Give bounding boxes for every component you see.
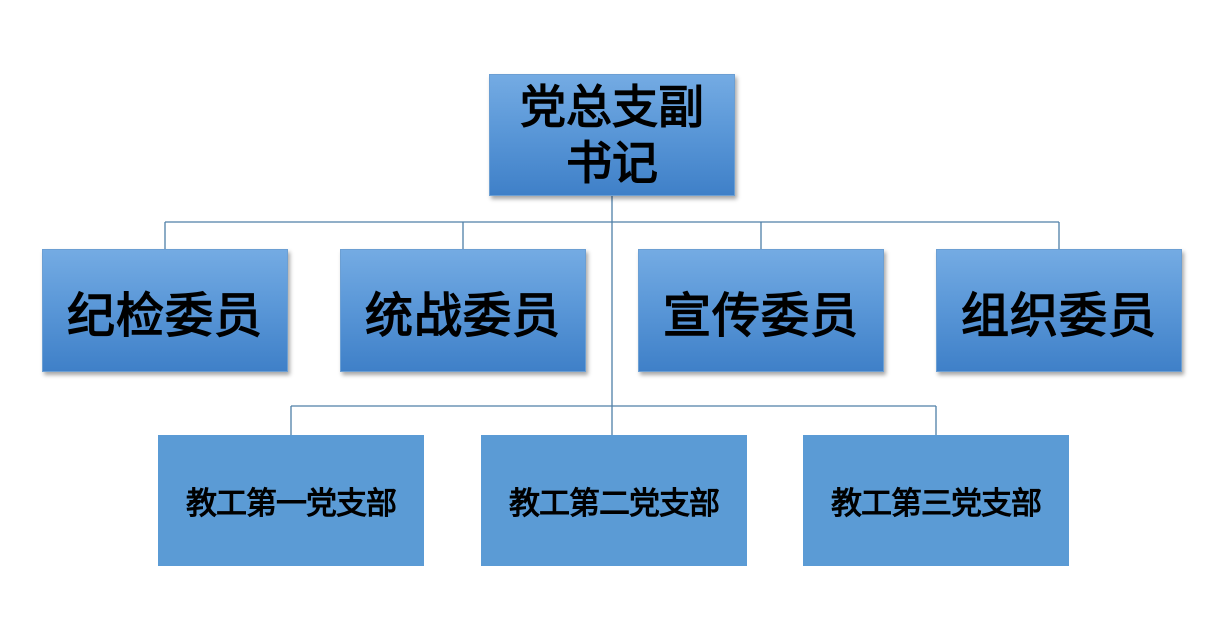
committee-node-label: 纪检委员 (66, 287, 263, 344)
branch-node-first: 教工第一党支部 (158, 435, 424, 566)
branch-node-label: 教工第二党支部 (509, 486, 720, 522)
root-node-label: 党总支副书记 (520, 80, 704, 190)
committee-node-label: 统战委员 (364, 287, 561, 344)
committee-node-discipline: 纪检委员 (42, 249, 288, 372)
committee-node-united-front: 统战委员 (340, 249, 586, 372)
committee-node-propaganda: 宣传委员 (638, 249, 884, 372)
branch-node-label: 教工第一党支部 (186, 486, 397, 522)
branch-node-third: 教工第三党支部 (803, 435, 1069, 566)
root-node-deputy-secretary: 党总支副书记 (489, 74, 735, 196)
committee-node-label: 组织委员 (960, 287, 1157, 344)
branch-node-second: 教工第二党支部 (481, 435, 747, 566)
committee-node-organization: 组织委员 (936, 249, 1182, 372)
branch-node-label: 教工第三党支部 (831, 486, 1042, 522)
committee-node-label: 宣传委员 (662, 287, 859, 344)
